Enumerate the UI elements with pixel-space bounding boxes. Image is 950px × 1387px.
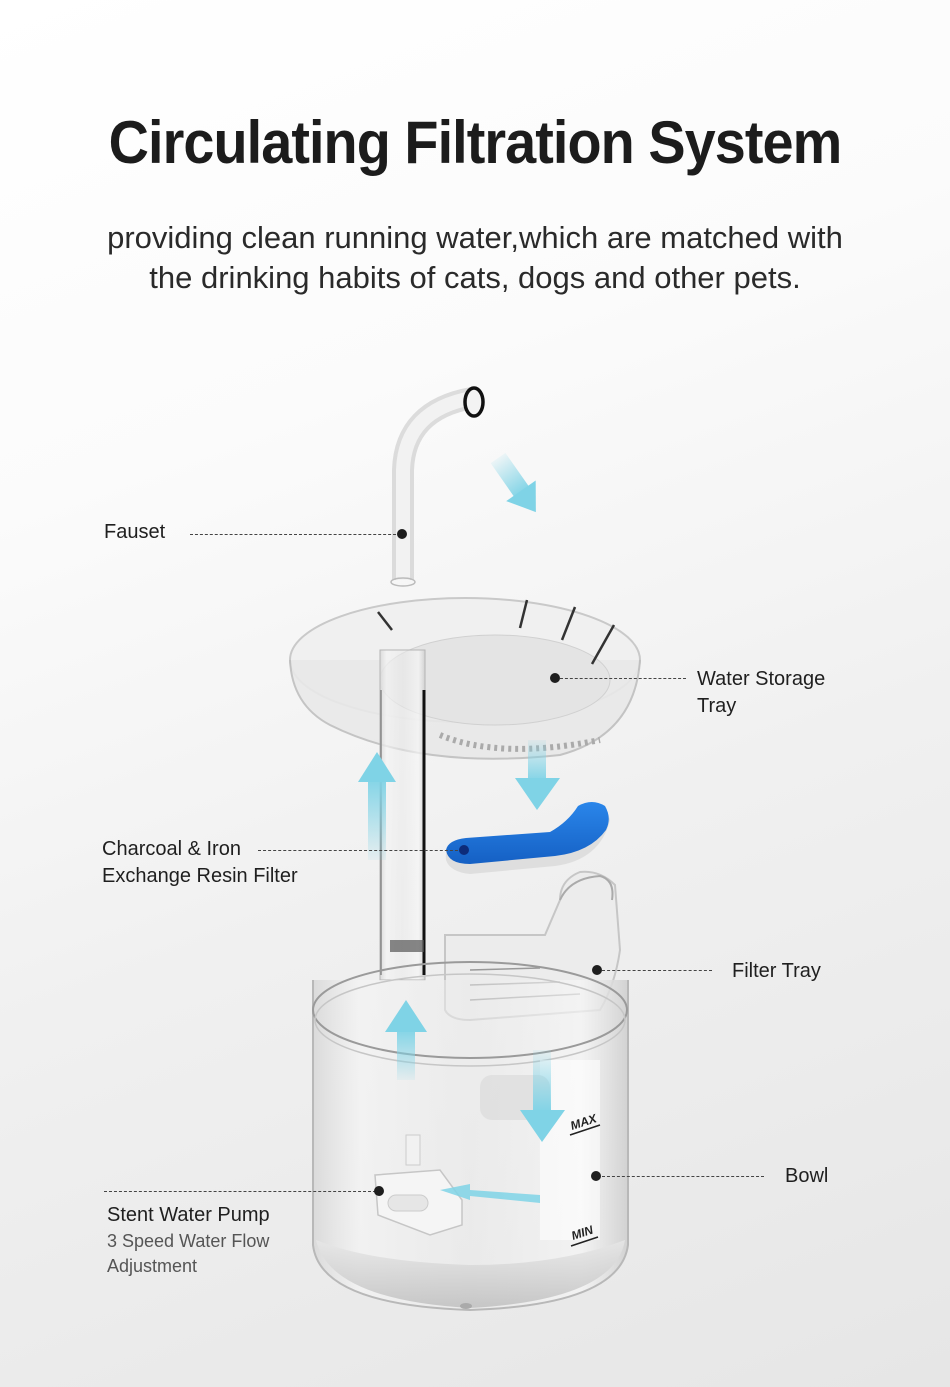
- water-storage-tray: [289, 597, 641, 760]
- leader-bowl: [602, 1176, 764, 1177]
- flow-arrow-to-pump: [440, 1184, 540, 1203]
- flow-arrow-up-bowl: [385, 1000, 427, 1080]
- leader-filter-tray: [602, 970, 712, 971]
- flow-arrow-up-upper: [358, 752, 396, 860]
- label-water-storage-tray-line-1: Water Storage: [697, 668, 826, 690]
- label-filter-line-2: Exchange Resin Filter: [102, 865, 298, 887]
- flow-arrow-diagonal: [490, 452, 536, 513]
- marker-pump: [374, 1186, 384, 1196]
- label-filter-line-1: Charcoal & Iron: [102, 838, 241, 860]
- label-faucet: Fauset: [104, 521, 166, 543]
- leader-pump: [104, 1191, 376, 1192]
- bowl: [312, 961, 629, 1312]
- label-filter-tray: Filter Tray: [732, 960, 821, 982]
- leader-filter: [258, 850, 463, 851]
- faucet-tube: [390, 386, 485, 587]
- label-pump-sub-2: Adjustment: [107, 1256, 198, 1276]
- label-pump-title: Stent Water Pump: [107, 1204, 270, 1226]
- marker-filter: [459, 845, 469, 855]
- subtitle-line-1: providing clean running water,which are …: [107, 220, 843, 255]
- water-pump: [374, 1134, 463, 1236]
- marker-bowl: [591, 1171, 601, 1181]
- marker-faucet: [397, 529, 407, 539]
- label-bowl: Bowl: [785, 1165, 829, 1187]
- leader-water-storage-tray: [560, 678, 686, 679]
- filter-foam: [445, 802, 610, 874]
- flow-arrow-down-filter: [515, 740, 560, 810]
- page-subtitle: providing clean running water,which are …: [0, 218, 950, 298]
- marker-water-storage-tray: [550, 673, 560, 683]
- water-outlet-pipe: [379, 649, 426, 981]
- page-title: Circulating Filtration System: [108, 109, 843, 176]
- label-filter: Charcoal & Iron Exchange Resin Filter: [102, 836, 298, 890]
- leader-faucet: [190, 534, 401, 535]
- subtitle-line-2: the drinking habits of cats, dogs and ot…: [149, 260, 801, 295]
- flow-arrow-down-bowl: [520, 1050, 565, 1142]
- label-water-storage-tray-line-2: Tray: [697, 695, 737, 717]
- marker-filter-tray: [592, 965, 602, 975]
- label-pump: Stent Water Pump 3 Speed Water Flow Adju…: [107, 1202, 270, 1279]
- label-pump-sub-1: 3 Speed Water Flow: [107, 1231, 270, 1251]
- min-mark: MIN: [570, 1223, 596, 1243]
- water-level-marks: MAX MIN: [569, 1111, 601, 1247]
- label-water-storage-tray: Water Storage Tray: [697, 666, 825, 720]
